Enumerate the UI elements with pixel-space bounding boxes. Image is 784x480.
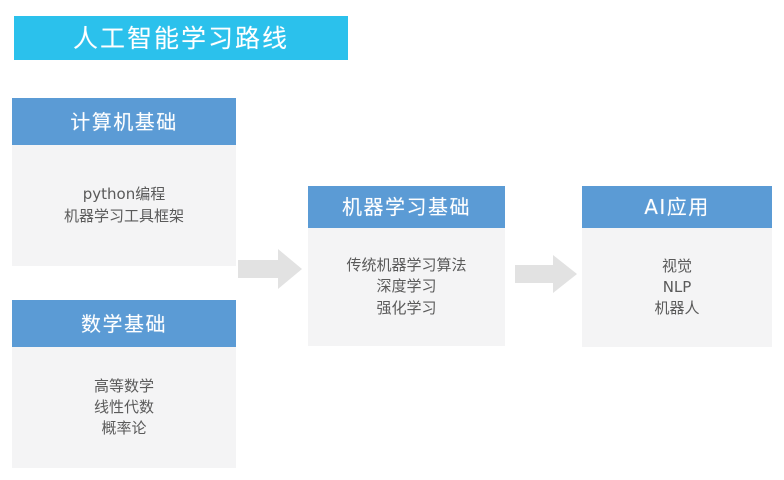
card-item: 高等数学 [93, 376, 154, 395]
card-item: 机器学习工具框架 [63, 206, 184, 225]
card-title-math-basics: 数学基础 [81, 311, 167, 336]
card-computer-basics[interactable]: 计算机基础 python编程 机器学习工具框架 [12, 98, 236, 266]
card-header-ml-basics: 机器学习基础 [308, 186, 505, 228]
card-title-ai-applications: AI应用 [644, 195, 710, 219]
card-title-computer-basics: 计算机基础 [70, 109, 178, 134]
card-item: 传统机器学习算法 [346, 256, 467, 275]
card-item: 视觉 [661, 256, 692, 275]
card-title-ml-basics: 机器学习基础 [342, 195, 471, 219]
card-item: NLP [662, 277, 692, 296]
card-body-computer-basics: python编程 机器学习工具框架 [12, 145, 236, 266]
card-item: 线性代数 [93, 397, 154, 416]
card-item: 深度学习 [376, 277, 437, 296]
card-ai-applications[interactable]: AI应用 视觉 NLP 机器人 [582, 186, 772, 347]
card-item: 机器人 [654, 299, 700, 318]
diagram-title-banner: 人工智能学习路线 [14, 16, 348, 60]
card-item: python编程 [82, 185, 166, 204]
card-ml-basics[interactable]: 机器学习基础 传统机器学习算法 深度学习 强化学习 [308, 186, 505, 346]
card-item: 强化学习 [376, 298, 437, 317]
card-body-ml-basics: 传统机器学习算法 深度学习 强化学习 [308, 228, 505, 346]
card-item: 概率论 [101, 419, 147, 438]
card-body-ai-applications: 视觉 NLP 机器人 [582, 228, 772, 347]
flow-arrow-right-icon [238, 249, 302, 289]
flow-arrow-right-icon [515, 255, 577, 293]
card-header-ai-applications: AI应用 [582, 186, 772, 228]
card-header-computer-basics: 计算机基础 [12, 98, 236, 145]
card-math-basics[interactable]: 数学基础 高等数学 线性代数 概率论 [12, 300, 236, 468]
card-body-math-basics: 高等数学 线性代数 概率论 [12, 347, 236, 468]
page-title: 人工智能学习路线 [72, 23, 289, 53]
card-header-math-basics: 数学基础 [12, 300, 236, 347]
